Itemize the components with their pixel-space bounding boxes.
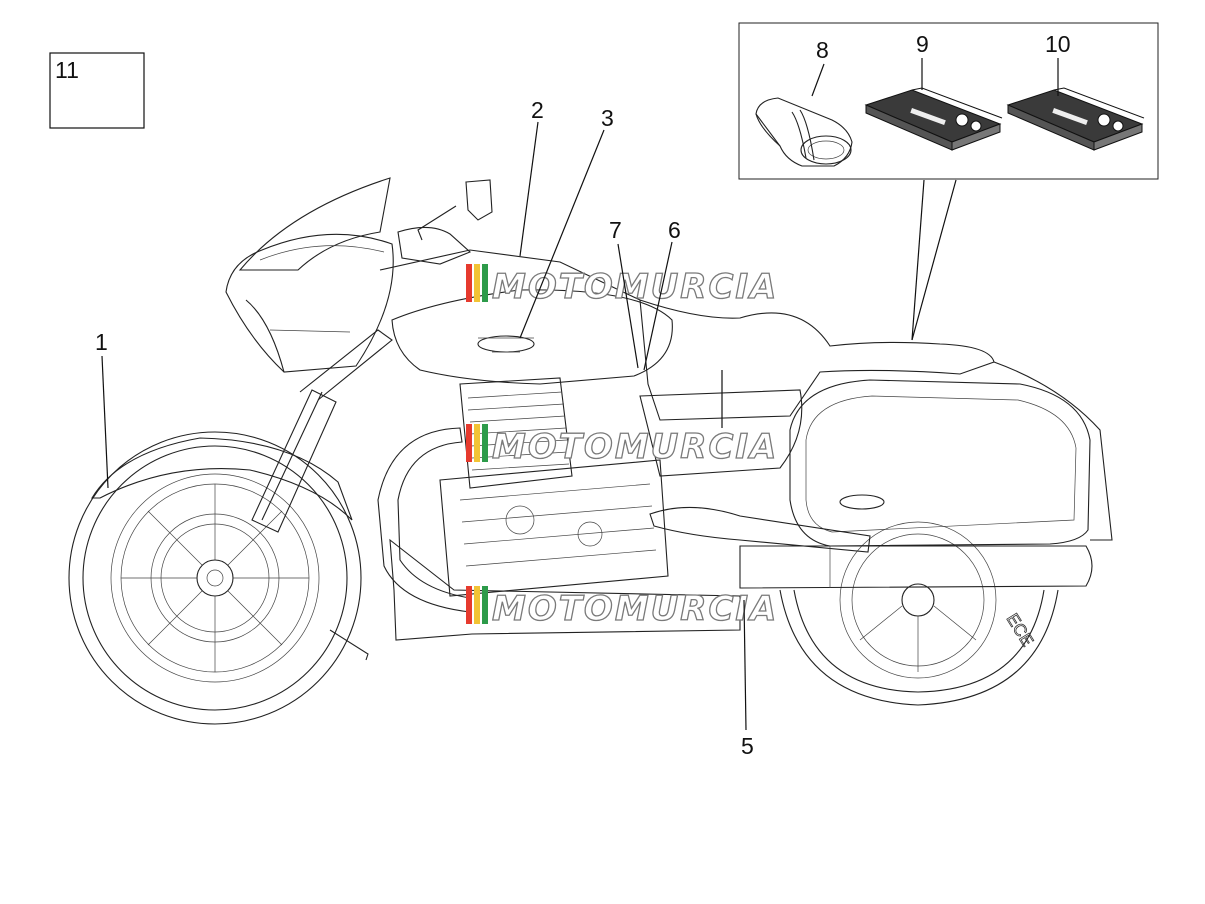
callout-8: 8 [816, 37, 829, 63]
fuel-tank [391, 289, 673, 385]
callout-11: 11 [55, 57, 79, 83]
callout-9: 9 [916, 31, 929, 57]
tire-marking-ece: ECE [1003, 610, 1038, 650]
saddlebag [789, 379, 1091, 547]
callout-10: 10 [1045, 31, 1071, 57]
callout-5: 5 [741, 733, 754, 759]
watermark-text-bottom: MOTOMURCIA [492, 589, 778, 629]
callout-3: 3 [601, 105, 614, 131]
part-8-tool-pouch [755, 97, 853, 167]
watermark-bottom: MOTOMURCIA [466, 586, 778, 630]
callout-2: 2 [531, 97, 544, 123]
front-wheel [68, 431, 362, 725]
accessory-inset-box [738, 22, 1159, 180]
watermark-middle: MOTOMURCIA [466, 424, 778, 468]
part-9-owner-manual [864, 87, 1003, 151]
engine [439, 377, 669, 597]
part-10-manual [1006, 87, 1145, 151]
watermark-text-middle: MOTOMURCIA [492, 427, 778, 467]
watermark-text-top: MOTOMURCIA [492, 267, 778, 307]
motorcycle-drawing: ECE [68, 177, 1113, 725]
rear-wheel [779, 521, 1059, 706]
callout-6: 6 [668, 217, 681, 243]
watermark-top: MOTOMURCIA [466, 264, 778, 308]
leader-lines [101, 58, 1059, 731]
callout-1: 1 [95, 329, 108, 355]
seat [639, 299, 995, 421]
part-11-box [49, 52, 145, 129]
muffler [739, 545, 1093, 589]
callout-7: 7 [609, 217, 622, 243]
